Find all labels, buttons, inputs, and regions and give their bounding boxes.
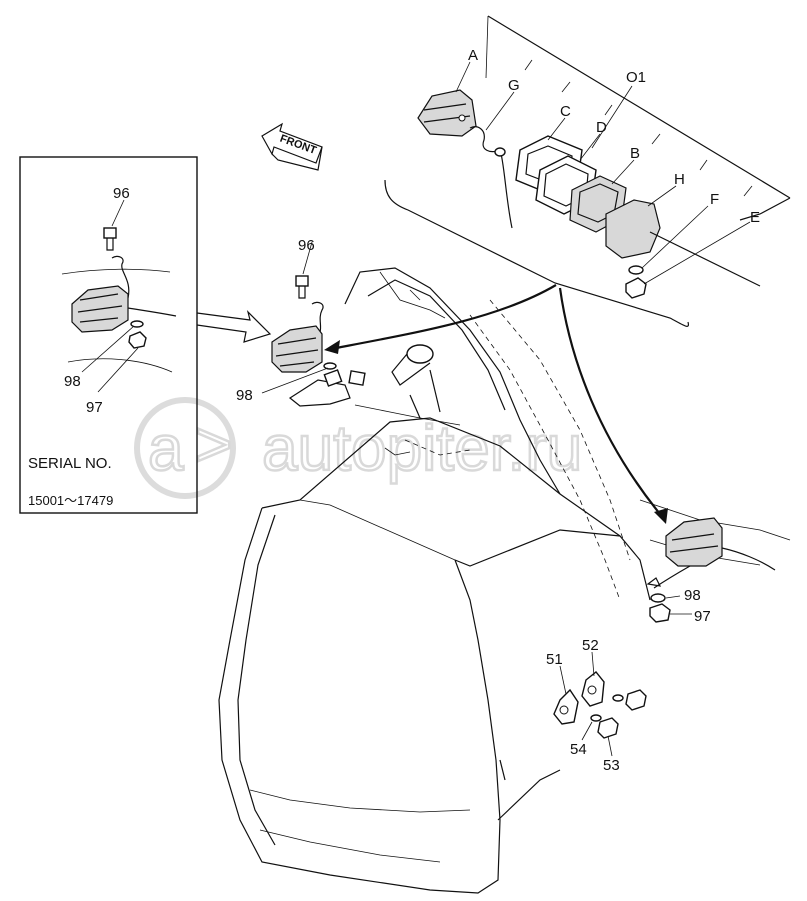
watermark-text: autopiter.ru <box>262 412 582 484</box>
serial-label: SERIAL NO. <box>28 455 112 472</box>
callout-98: 98 <box>236 387 253 404</box>
callout-B: B <box>630 145 640 162</box>
inset-callout-96: 96 <box>113 185 130 202</box>
exploded-lamp-view: A G C O1 D B H F E <box>384 15 791 327</box>
front-label: FRONT <box>278 133 318 157</box>
bracket-assembly: 51 52 53 54 <box>546 637 647 774</box>
callout-E: E <box>750 209 760 226</box>
inset-serial-detail: 96 98 97 SERIAL NO. 15001～17479 <box>19 156 198 514</box>
rear-callout-97: 97 <box>694 608 711 625</box>
rear-work-lamp: 98 97 <box>646 517 776 625</box>
serial-range: 15001～17479 <box>28 493 113 508</box>
callout-53: 53 <box>603 757 620 774</box>
callout-C: C <box>560 103 571 120</box>
callout-O1: O1 <box>626 69 646 86</box>
front-work-lamp: 96 98 <box>236 237 337 404</box>
callout-G: G <box>508 77 520 94</box>
callout-H: H <box>674 171 685 188</box>
inset-pointer-arrow <box>196 310 272 343</box>
callout-96: 96 <box>298 237 315 254</box>
callout-A: A <box>468 47 478 64</box>
front-arrow: FRONT <box>261 122 323 171</box>
watermark-logo-arrow: > <box>195 408 232 480</box>
inset-nut <box>128 331 147 349</box>
inset-bolt <box>103 227 117 251</box>
callout-52: 52 <box>582 637 599 654</box>
inset-lamp <box>71 285 177 333</box>
exploded-pointer-arrows <box>324 284 668 524</box>
inset-callout-98: 98 <box>64 373 81 390</box>
callout-54: 54 <box>570 741 587 758</box>
watermark-logo-a: a <box>148 412 184 484</box>
rear-callout-98: 98 <box>684 587 701 604</box>
callout-51: 51 <box>546 651 563 668</box>
callout-F: F <box>710 191 719 208</box>
cab-body <box>218 267 791 894</box>
watermark: a > autopiter.ru <box>134 397 583 499</box>
callout-D: D <box>596 119 607 136</box>
inset-washer <box>130 320 144 328</box>
inset-callout-97: 97 <box>86 399 103 416</box>
